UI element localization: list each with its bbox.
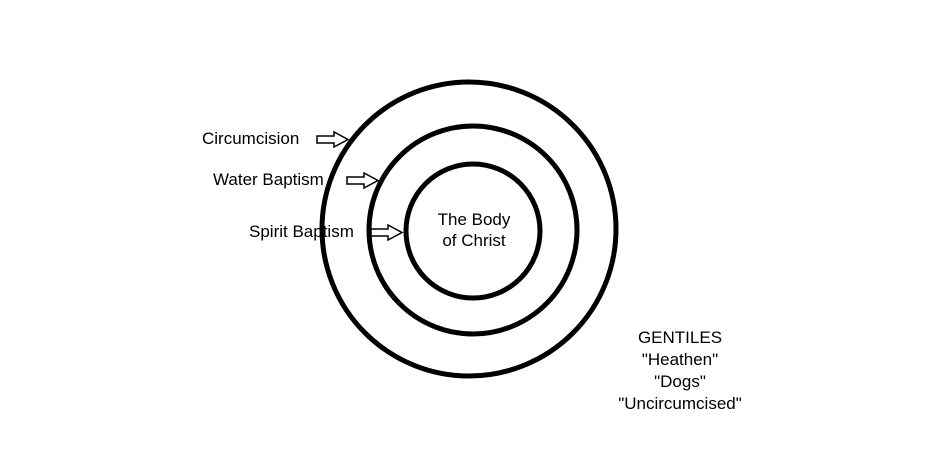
center-label-line: The Body (437, 210, 511, 229)
gentiles-name: "Dogs" (654, 372, 706, 391)
center-label-body-of-christ: The Body of Christ (404, 209, 544, 251)
gentiles-title: GENTILES (637, 328, 723, 347)
arrow-right-icon (370, 223, 404, 242)
center-label-line: of Christ (442, 231, 506, 250)
middle-ring-water-baptism (366, 123, 580, 337)
label-spirit-baptism: Spirit Baptism (249, 222, 354, 241)
arrow-right-icon (346, 171, 380, 190)
label-circumcision: Circumcision (202, 129, 300, 148)
label-water-baptism: Water Baptism (213, 170, 324, 189)
arrow-right-icon (316, 130, 350, 149)
outer-ring-circumcision (319, 79, 619, 379)
inner-ring-spirit-baptism (403, 161, 543, 301)
gentiles-label-block: GENTILES "Heathen" "Dogs" "Uncircumcised… (600, 327, 760, 415)
gentiles-name: "Heathen" (641, 350, 719, 369)
gentiles-name: "Uncircumcised" (618, 394, 742, 413)
